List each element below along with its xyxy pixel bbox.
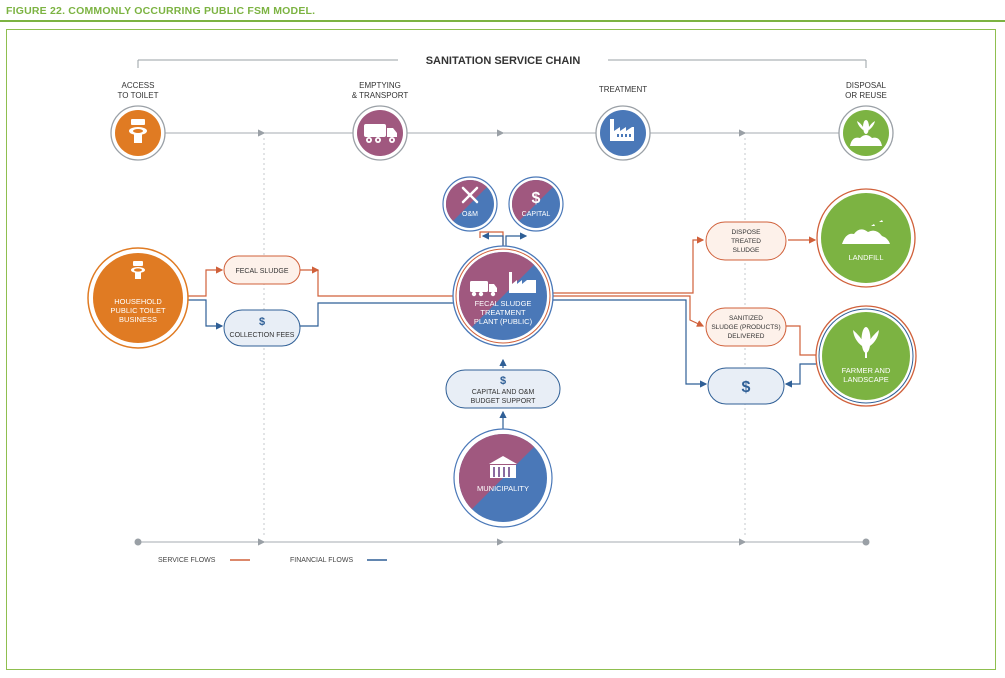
municipality-label: MUNICIPALITY [477,484,529,493]
collection-fees-dollar: $ [259,316,265,328]
capital-dollar-icon: $ [532,190,541,207]
om-label: O&M [462,211,478,218]
truck-icon [470,281,497,297]
fecal-sludge-label: FECAL SLUDGE [235,268,288,275]
bottom-chain-line [134,538,870,546]
stage-label-emptying-2: & TRANSPORT [352,91,409,100]
household-node: HOUSEHOLD PUBLIC TOILET BUSINESS [87,247,189,349]
stage-label-emptying-1: EMPTYING [359,81,401,90]
fecal-sludge-flow: FECAL SLUDGE [223,255,301,285]
plant-label-3: PLANT (PUBLIC) [474,317,533,326]
plant-icon [850,120,882,146]
revenue-dollar: $ [742,379,751,396]
plant-label-2: TREATMENT [480,308,526,317]
collection-fees-flow: $ COLLECTION FEES [223,309,301,347]
farmer-label-2: LANDSCAPE [843,375,888,384]
capital-node: $ CAPITAL [508,176,564,232]
landfill-node: LANDFILL [816,188,916,288]
legend: SERVICE FLOWS FINANCIAL FLOWS [158,557,387,564]
stage-label-disposal-1: DISPOSAL [846,81,887,90]
budget-support-label-1: CAPITAL AND O&M [472,389,535,396]
dispose-label-2: TREATED [731,238,761,245]
budget-support-label-2: BUDGET SUPPORT [471,398,536,405]
dispose-label-1: DISPOSE [732,229,762,236]
municipality-node: MUNICIPALITY [453,428,553,528]
sanitized-flow: SANITIZED SLUDGE (PRODUCTS) DELIVERED [705,307,787,347]
toilet-icon [129,119,147,143]
budget-support-flow: $ CAPITAL AND O&M BUDGET SUPPORT [445,369,561,409]
stage-icon-access [110,105,166,161]
tools-icon [461,186,479,204]
dispose-flow: DISPOSE TREATED SLUDGE [705,221,787,261]
stage-labels: ACCESS TO TOILET EMPTYING & TRANSPORT TR… [118,81,887,100]
stage-icon-treatment [595,105,651,161]
dispose-label-3: SLUDGE [733,247,760,254]
toilet-icon [131,261,145,279]
collection-fees-label: COLLECTION FEES [230,332,295,339]
stage-label-disposal-2: OR REUSE [845,91,887,100]
stage-label-access-2: TO TOILET [118,91,159,100]
figure-title: FIGURE 22. COMMONLY OCCURRING PUBLIC FSM… [6,5,316,17]
figure-frame [6,29,996,670]
landfill-label: LANDFILL [848,253,883,262]
stage-label-access-1: ACCESS [122,81,155,90]
landfill-icon [842,220,890,244]
legend-service-label: SERVICE FLOWS [158,557,216,564]
factory-icon [610,119,634,141]
sanitized-label-1: SANITIZED [729,315,763,322]
chain-header: SANITATION SERVICE CHAIN [137,55,867,68]
title-rule [0,20,1005,22]
building-icon [489,456,517,478]
service-flows [184,231,817,356]
farmer-node: FARMER AND LANDSCAPE [815,305,917,407]
farmer-label-1: FARMER AND [842,366,891,375]
chain-title: SANITATION SERVICE CHAIN [426,55,581,67]
stage-icon-disposal [838,105,894,161]
treatment-plant-node: FECAL SLUDGE TREATMENT PLANT (PUBLIC) [452,245,554,347]
budget-support-dollar: $ [500,375,506,387]
legend-financial-label: FINANCIAL FLOWS [290,557,353,564]
truck-icon [364,124,397,143]
factory-icon [509,272,536,293]
plant-label-1: FECAL SLUDGE [475,299,532,308]
household-label-3: BUSINESS [119,315,157,324]
corn-icon [853,327,879,358]
sanitized-label-3: DELIVERED [728,333,765,340]
household-label-2: PUBLIC TOILET [110,306,166,315]
household-label-1: HOUSEHOLD [114,297,162,306]
revenue-flow: $ [707,367,785,405]
stage-dividers [263,138,746,537]
capital-label: CAPITAL [522,211,551,218]
sanitized-label-2: SLUDGE (PRODUCTS) [711,324,780,331]
stage-icon-emptying [352,105,408,161]
stage-label-treatment: TREATMENT [599,85,647,94]
om-node: O&M [442,176,498,232]
